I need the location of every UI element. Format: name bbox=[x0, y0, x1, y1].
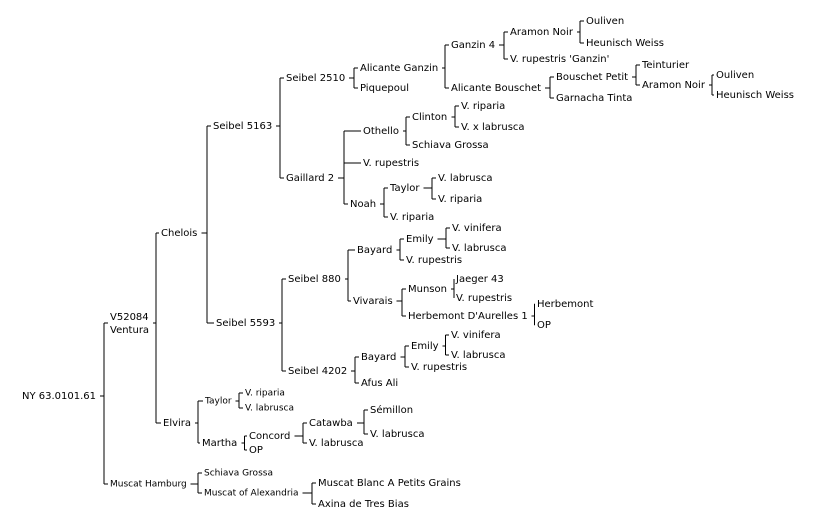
node-v-labrusca: V. labrusca bbox=[452, 243, 506, 254]
node-teinturier: Teinturier bbox=[641, 60, 690, 71]
node-taylor: Taylor bbox=[204, 397, 232, 407]
node-clinton: Clinton bbox=[412, 112, 447, 123]
node-alicante-ganzin: Alicante Ganzin bbox=[360, 63, 438, 74]
node-emily: Emily bbox=[406, 234, 434, 245]
node-muscat-hamburg: Muscat Hamburg bbox=[110, 480, 187, 490]
node-bayard: Bayard bbox=[357, 245, 392, 256]
node-v-vinifera: V. vinifera bbox=[451, 330, 501, 341]
node-othello: Othello bbox=[363, 126, 399, 137]
node-noah: Noah bbox=[350, 199, 376, 210]
node-v-riparia: V. riparia bbox=[390, 212, 434, 223]
node-v-rupestris: V. rupestris bbox=[406, 255, 462, 266]
node-v-labrusca: V. labrusca bbox=[309, 438, 363, 449]
node-afus-ali: Afus Ali bbox=[361, 378, 398, 389]
node-v52084: V52084 bbox=[110, 312, 149, 323]
node-seibel-4202: Seibel 4202 bbox=[288, 366, 347, 377]
node-martha: Martha bbox=[202, 438, 237, 449]
node-semillon: Sémillon bbox=[370, 404, 413, 416]
node-v-rupestris: V. rupestris bbox=[363, 158, 419, 169]
node-alicante-bouschet: Alicante Bouschet bbox=[451, 83, 541, 94]
node-ouliven: Ouliven bbox=[716, 70, 754, 81]
node-seibel-2510: Seibel 2510 bbox=[286, 73, 345, 84]
node-seibel-880: Seibel 880 bbox=[288, 274, 341, 285]
node-ganzin-4: Ganzin 4 bbox=[451, 40, 495, 51]
node-bouschet-petit: Bouschet Petit bbox=[556, 72, 628, 83]
node-herbemont: Herbemont bbox=[537, 299, 593, 310]
node-chelois: Chelois bbox=[161, 228, 197, 239]
node-jaeger-43: Jaeger 43 bbox=[455, 274, 504, 285]
node-vivarais: Vivarais bbox=[353, 296, 393, 307]
node-muscat-of-alexandria: Muscat of Alexandria bbox=[204, 489, 299, 499]
node-v-labrusca: V. labrusca bbox=[245, 404, 294, 414]
node-piquepoul: Piquepoul bbox=[360, 83, 409, 94]
node-v-rupestris: V. rupestris bbox=[456, 293, 512, 304]
node-concord: Concord bbox=[249, 431, 290, 442]
node-ouliven: Ouliven bbox=[586, 16, 624, 27]
node-v-vinifera: V. vinifera bbox=[452, 223, 502, 234]
node-bayard: Bayard bbox=[361, 352, 396, 363]
node-v-riparia: V. riparia bbox=[438, 194, 482, 205]
node-v-riparia: V. riparia bbox=[245, 389, 285, 399]
node-ventura: Ventura bbox=[110, 325, 149, 336]
node-schiava-grossa: Schiava Grossa bbox=[412, 140, 489, 151]
node-munson: Munson bbox=[408, 284, 447, 295]
node-v-labrusca: V. labrusca bbox=[451, 350, 505, 361]
node-v-labrusca: V. labrusca bbox=[370, 429, 424, 440]
node-v-riparia: V. riparia bbox=[461, 101, 505, 112]
node-heunisch-weiss: Heunisch Weiss bbox=[716, 90, 794, 101]
node-axina-de-tres-bias: Axina de Tres Bias bbox=[318, 499, 409, 510]
node-catawba: Catawba bbox=[309, 418, 353, 429]
node-muscat-blanc-a-petits-grains: Muscat Blanc A Petits Grains bbox=[318, 478, 461, 489]
node-schiava-grossa: Schiava Grossa bbox=[204, 469, 273, 479]
node-gaillard-2: Gaillard 2 bbox=[286, 173, 334, 184]
node-ny-63-0101-61: NY 63.0101.61 bbox=[22, 391, 96, 402]
node-v-labrusca: V. labrusca bbox=[438, 173, 492, 184]
node-v-rupestris-ganzin: V. rupestris 'Ganzin' bbox=[510, 54, 609, 65]
node-aramon-noir: Aramon Noir bbox=[642, 80, 706, 91]
node-elvira: Elvira bbox=[163, 418, 191, 429]
node-op: OP bbox=[249, 445, 263, 456]
node-op: OP bbox=[537, 320, 551, 331]
node-herbemont-d-aurelles-1: Herbemont D'Aurelles 1 bbox=[408, 311, 528, 322]
node-garnacha-tinta: Garnacha Tinta bbox=[556, 93, 632, 104]
node-emily: Emily bbox=[411, 341, 439, 352]
node-v-x-labrusca: V. x labrusca bbox=[461, 122, 525, 133]
node-seibel-5163: Seibel 5163 bbox=[213, 121, 272, 132]
node-taylor: Taylor bbox=[389, 183, 420, 194]
node-v-rupestris: V. rupestris bbox=[411, 362, 467, 373]
node-heunisch-weiss: Heunisch Weiss bbox=[586, 38, 664, 49]
node-aramon-noir: Aramon Noir bbox=[510, 27, 574, 38]
node-seibel-5593: Seibel 5593 bbox=[216, 318, 275, 329]
